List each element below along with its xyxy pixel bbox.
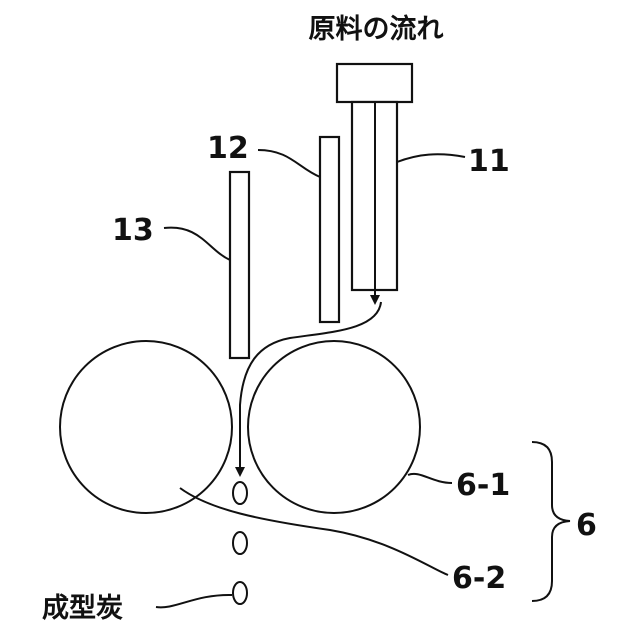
- label-13: 13: [112, 213, 154, 248]
- briquette-1: [233, 482, 247, 504]
- plate-13: [230, 172, 249, 358]
- label-6-1: 6-1: [456, 468, 510, 503]
- feeder-cap: [337, 64, 412, 102]
- plate-12: [320, 137, 339, 322]
- leader-briquette: [156, 595, 232, 607]
- leader-6-1: [408, 474, 452, 483]
- leader-13: [164, 228, 230, 260]
- label-12: 12: [207, 131, 249, 166]
- briquette-2: [233, 532, 247, 554]
- roll-6-2: [60, 341, 232, 513]
- material-flow-path: [240, 302, 381, 472]
- roll-6-1: [248, 341, 420, 513]
- material-flow-label: 原料の流れ: [309, 14, 444, 45]
- leader-11: [397, 154, 465, 162]
- label-6: 6: [576, 508, 597, 543]
- leader-6-2: [180, 488, 448, 575]
- group-6-brace: [532, 442, 570, 601]
- briquette-3: [233, 582, 247, 604]
- label-11: 11: [468, 144, 510, 179]
- label-6-2: 6-2: [452, 561, 506, 596]
- briquette-label: 成型炭: [42, 593, 123, 624]
- leader-12: [258, 150, 320, 177]
